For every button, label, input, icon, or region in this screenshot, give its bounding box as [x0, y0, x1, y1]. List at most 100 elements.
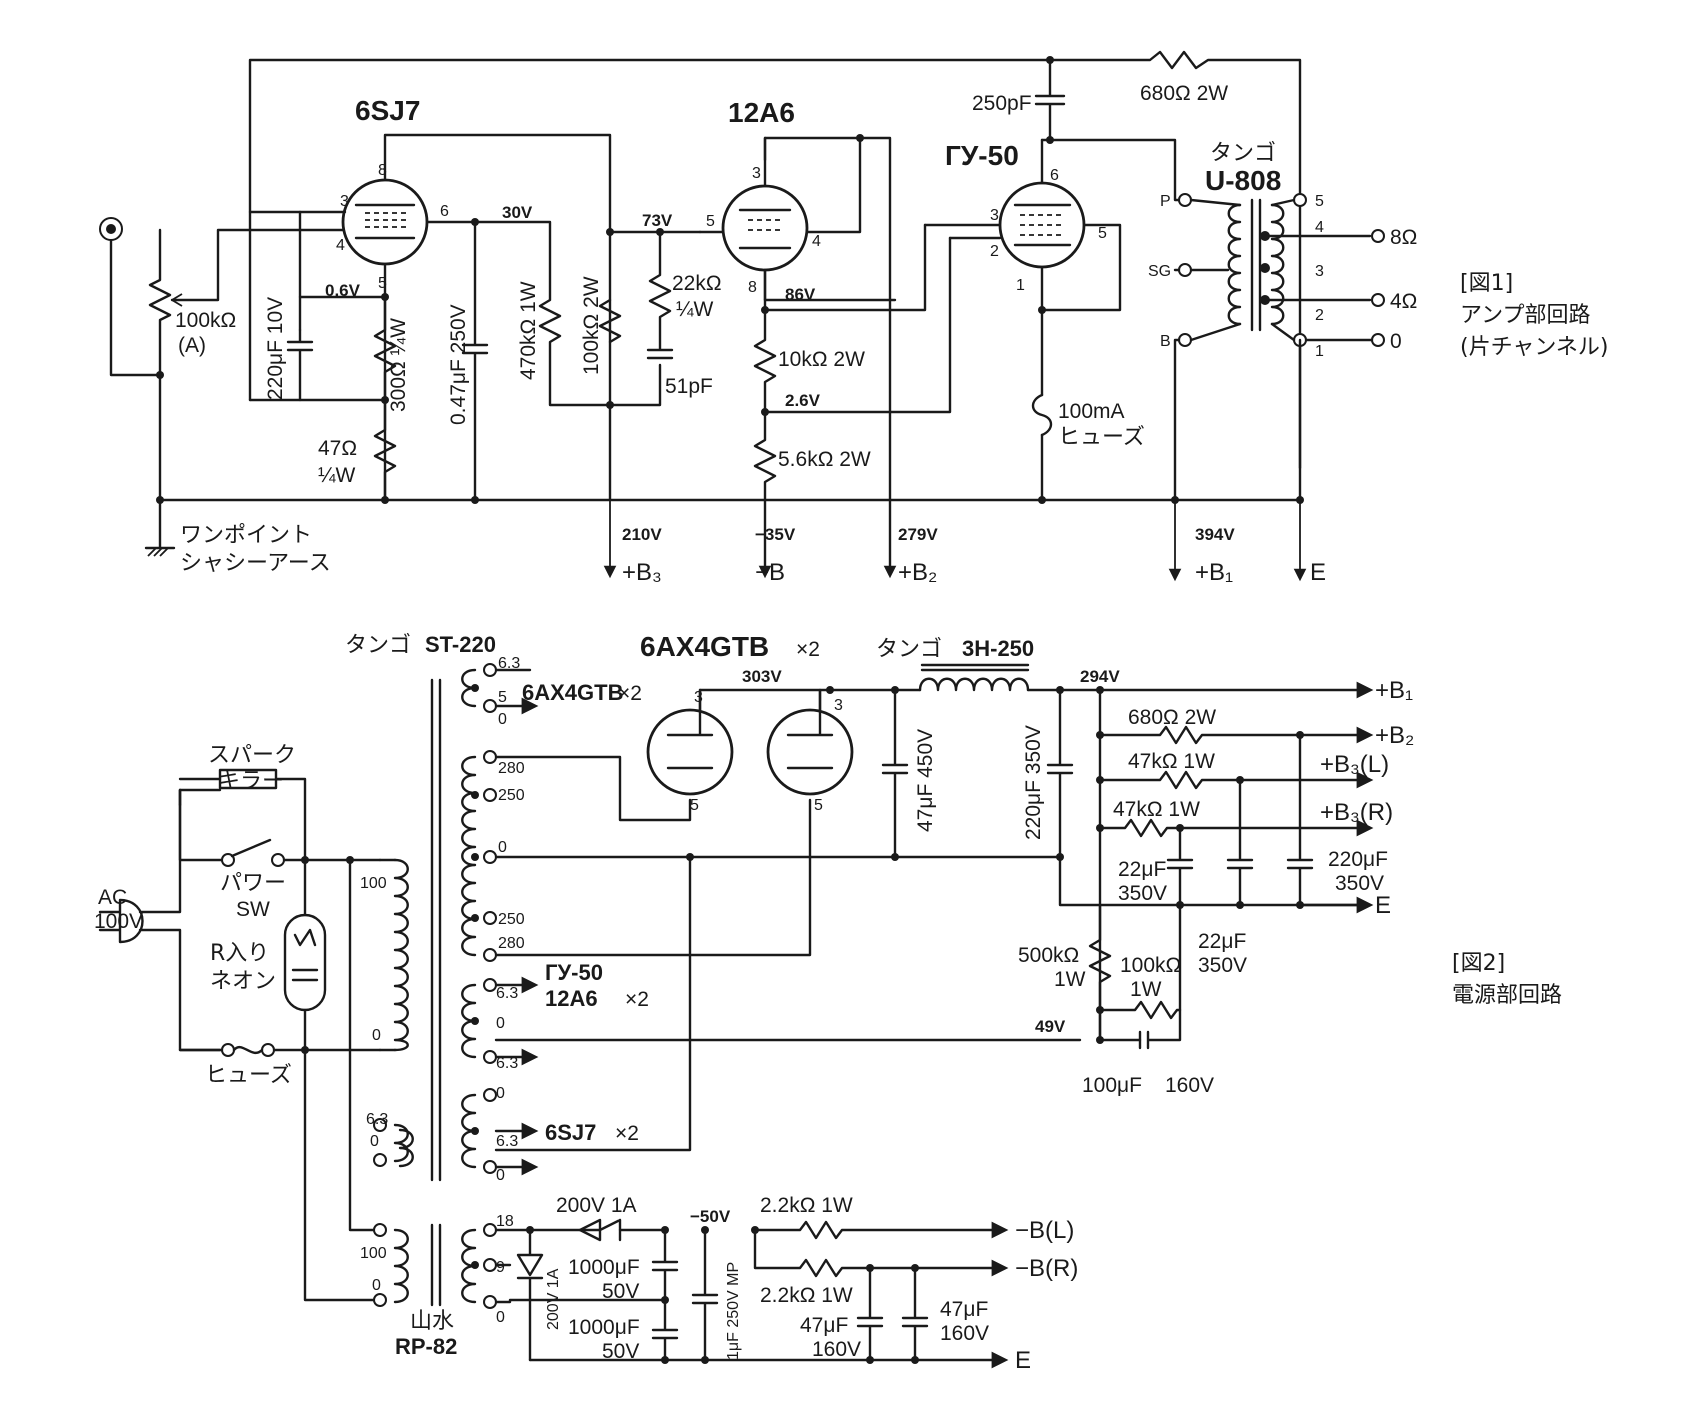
bus2-b1: +B₁	[1375, 677, 1413, 704]
otp-5: 5	[1315, 193, 1324, 210]
c22a-1: 22μF	[1118, 858, 1166, 881]
bus2-e2: E	[1015, 1347, 1031, 1374]
power-sw-l2: SW	[236, 898, 270, 921]
spark-killer-l1: スパーク	[208, 743, 296, 768]
heater3-label: 6SJ7	[545, 1120, 596, 1145]
fig1-caption-num: [図1]	[1460, 271, 1513, 296]
tap: 0	[370, 1133, 379, 1150]
tap: 100	[360, 1245, 387, 1262]
heater3-count: ×2	[615, 1122, 639, 1145]
fuse-icon	[1031, 393, 1053, 437]
fuse-label: ヒューズ	[1058, 425, 1145, 450]
c1000a-2: 50V	[602, 1280, 639, 1303]
r300-label: 300Ω ¼W	[387, 318, 410, 412]
c47-450: 47μF 450V	[914, 729, 937, 832]
out-0: 0	[1390, 330, 1402, 353]
c47a-2: 160V	[812, 1338, 861, 1361]
cap-220uf	[286, 328, 314, 402]
pin: 8	[748, 279, 757, 296]
pin: 5	[706, 213, 715, 230]
bus2-b3r: +B₃(R)	[1320, 799, 1393, 826]
ac-l1: AC	[98, 886, 127, 909]
pin: 4	[812, 233, 821, 250]
choke-brand: タンゴ	[876, 637, 942, 662]
pt-secondaries	[398, 663, 530, 1176]
c220-350a: 220μF 350V	[1022, 725, 1045, 840]
r47k-a: 47kΩ 1W	[1128, 750, 1215, 773]
pt-brand: タンゴ	[345, 633, 411, 658]
c1000b-1: 1000μF	[568, 1316, 640, 1339]
r56k-label: 5.6kΩ 2W	[778, 448, 871, 471]
choke-coil	[918, 677, 1030, 692]
c250p-label: 250pF	[972, 92, 1032, 115]
out-8ohm: 8Ω	[1390, 226, 1417, 249]
pin: 3	[694, 689, 703, 706]
heater2a-label: ГУ-50	[545, 960, 603, 985]
c22a-2: 350V	[1118, 882, 1167, 905]
otp-model: U-808	[1205, 165, 1281, 196]
pin: 6	[1050, 167, 1059, 184]
bus-minus-b: −B	[755, 559, 785, 586]
v-73: 73V	[642, 211, 673, 230]
r680-2: 680Ω 2W	[1128, 706, 1216, 729]
r47-label: 47Ω	[318, 437, 357, 460]
c22b-1: 22μF	[1198, 930, 1246, 953]
fig2-caption-num: [図2]	[1452, 951, 1505, 976]
power-sw-l1: パワー	[220, 871, 286, 896]
otp-1: 1	[1315, 343, 1324, 360]
v-30: 30V	[502, 203, 533, 222]
fig1-caption-l2: (片チャンネル)	[1460, 335, 1609, 360]
rectifier-tube-1	[646, 688, 734, 796]
tap: 6.3	[496, 1055, 518, 1072]
tap: 9	[496, 1259, 505, 1276]
r47-watt: ¼W	[318, 464, 356, 487]
tube-12a6-label: 12A6	[728, 97, 795, 128]
fig2-caption-l1: 電源部回路	[1452, 983, 1562, 1008]
tap: 0	[372, 1277, 381, 1294]
c51p-label: 51pF	[665, 375, 713, 398]
tap: 0	[498, 839, 507, 856]
pin: 3	[752, 165, 761, 182]
pin: 5	[1098, 225, 1107, 242]
r100k-1: 100kΩ	[1120, 954, 1181, 977]
v-m35: −35V	[755, 525, 796, 544]
bus-minus-bl: −B(L)	[1015, 1217, 1074, 1244]
tube-12a6	[721, 136, 809, 302]
tap: 0	[496, 1085, 505, 1102]
diode2-label: 200V 1A	[545, 1268, 562, 1330]
c1000b-2: 50V	[602, 1340, 639, 1363]
rect-count: ×2	[796, 638, 820, 661]
bias-transformer-model: RP-82	[395, 1334, 457, 1359]
bus-e: E	[1310, 559, 1326, 586]
fig1-amplifier	[99, 50, 1385, 582]
fig2-power-supply	[98, 663, 1374, 1369]
power-transformer-core	[430, 678, 442, 1182]
bus2-b2: +B₂	[1375, 722, 1414, 749]
pin: 4	[336, 237, 345, 254]
pin: 2	[990, 243, 999, 260]
output-transformer	[1227, 198, 1285, 332]
bus-minus-br: −B(R)	[1015, 1255, 1078, 1282]
v-294: 294V	[1080, 667, 1120, 686]
bus2-e: E	[1375, 892, 1391, 919]
tap: 280	[498, 760, 525, 777]
heater2-count: ×2	[625, 988, 649, 1011]
pin: 1	[1016, 277, 1025, 294]
otp-3: 3	[1315, 263, 1324, 280]
tap: 0	[496, 1167, 505, 1184]
c47b-1: 47μF	[940, 1298, 988, 1321]
tap: 250	[498, 787, 525, 804]
c100-2: 160V	[1165, 1074, 1214, 1097]
r22k-watt: ¼W	[676, 298, 714, 321]
otp-p: P	[1160, 193, 1171, 210]
out-4ohm: 4Ω	[1390, 290, 1417, 313]
bus-b1: +B₁	[1195, 559, 1233, 586]
tube-gu50-label: ГУ-50	[945, 140, 1019, 171]
spark-killer-l2: キラー	[218, 769, 284, 794]
ac-plug-icon	[98, 898, 144, 944]
v-86: 86V	[785, 285, 816, 304]
fig1-caption-l1: アンプ部回路	[1460, 303, 1590, 328]
tube-6sj7-label: 6SJ7	[355, 95, 420, 126]
v-06: 0.6V	[325, 281, 361, 300]
